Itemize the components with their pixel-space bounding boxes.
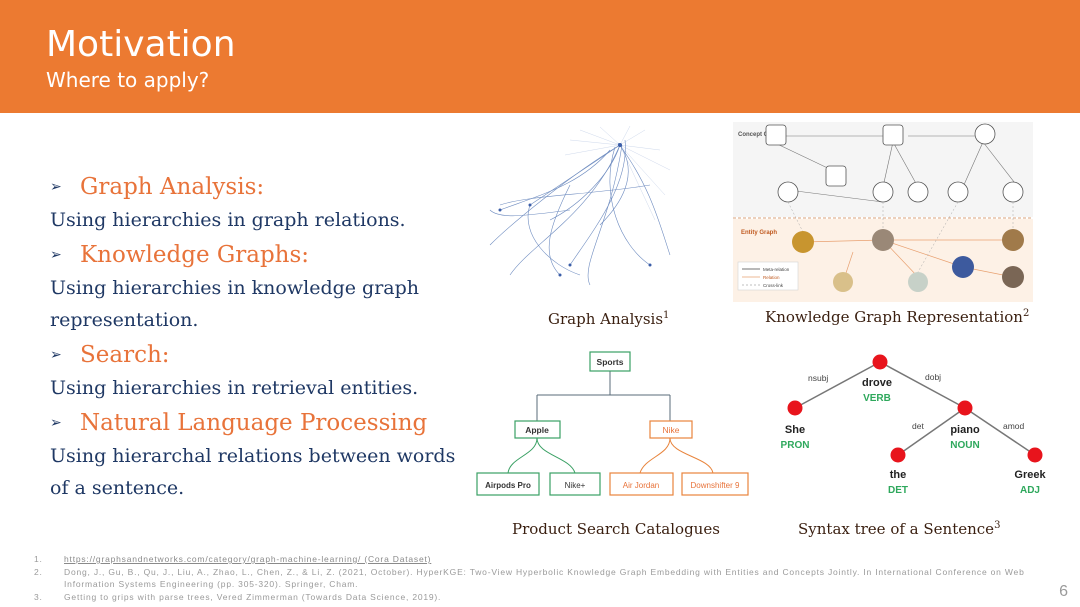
pos-det: DET (888, 485, 908, 496)
caption-knowledge-graph: Knowledge Graph Representation2 (765, 308, 1030, 326)
tree-node-sports: Sports (597, 357, 624, 367)
pos-pron: PRON (781, 440, 810, 451)
svg-text:Relation: Relation (763, 275, 780, 280)
word-the: the (890, 469, 907, 481)
slide-subtitle: Where to apply? (46, 68, 210, 92)
bullet-heading-search: ➢Search: (50, 342, 170, 368)
word-piano: piano (950, 424, 980, 436)
svg-text:Cross-link: Cross-link (763, 283, 784, 288)
reference-1: 1.https://graphsandnetworks.com/category… (34, 553, 1074, 566)
caption-graph-analysis: Graph Analysis1 (548, 310, 670, 328)
pos-adj: ADJ (1020, 485, 1040, 496)
knowledge-graph-figure: Concept Graph Entity Graph Meta-relation… (733, 122, 1033, 302)
pos-noun: NOUN (950, 440, 979, 451)
word-she: She (785, 424, 805, 436)
svg-text:Concept Graph: Concept Graph (738, 132, 782, 138)
bullet-list: ➢Graph Analysis: Using hierarchies in gr… (50, 170, 470, 506)
tree-node-nike-plus: Nike+ (565, 481, 586, 490)
reference-3: 3.Getting to grips with parse trees, Ver… (34, 591, 442, 602)
arrow-bullet-icon: ➢ (50, 179, 62, 195)
pos-verb: VERB (863, 393, 891, 404)
bullet-text-nlp: Using hierarchal relations between words… (50, 445, 456, 499)
tree-node-air-jordan: Air Jordan (623, 481, 659, 490)
edge-dobj: dobj (925, 372, 941, 382)
arrow-bullet-icon: ➢ (50, 415, 62, 431)
page-number: 6 (1059, 583, 1068, 600)
reference-link[interactable]: https://graphsandnetworks.com/category/g… (64, 554, 432, 564)
bullet-heading-nlp: ➢Natural Language Processing (50, 410, 428, 436)
syntax-tree-figure: nsubj dobj det amod drove VERB She PRON … (781, 354, 1046, 496)
slide-title: Motivation (46, 24, 236, 65)
title-bar: Motivation Where to apply? (0, 0, 1080, 113)
word-drove: drove (862, 377, 892, 389)
arrow-bullet-icon: ➢ (50, 347, 62, 363)
references: 1.https://graphsandnetworks.com/category… (34, 553, 1074, 603)
svg-text:Meta-relation: Meta-relation (763, 267, 790, 272)
edge-nsubj: nsubj (808, 373, 828, 383)
edge-det: det (912, 421, 924, 431)
bullet-text-graph-analysis: Using hierarchies in graph relations. (50, 209, 406, 231)
svg-text:Entity Graph: Entity Graph (741, 230, 777, 236)
tree-node-airpods-pro: Airpods Pro (485, 481, 531, 490)
graph-analysis-figure (489, 125, 671, 286)
word-greek: Greek (1014, 469, 1046, 481)
arrow-bullet-icon: ➢ (50, 247, 62, 263)
tree-node-apple: Apple (525, 425, 549, 435)
reference-2: 2.Dong, J., Gu, B., Qu, J., Liu, A., Zha… (34, 566, 1025, 590)
edge-amod: amod (1003, 421, 1025, 431)
bullet-text-search: Using hierarchies in retrieval entities. (50, 377, 419, 399)
tree-node-nike: Nike (662, 425, 679, 435)
product-search-tree: Sports Apple Nike Airpods Pro Nike+ Air … (476, 351, 749, 496)
bullet-heading-graph-analysis: ➢Graph Analysis: (50, 174, 265, 200)
caption-product-search: Product Search Catalogues (512, 520, 720, 538)
tree-node-downshifter-9: Downshifter 9 (691, 481, 740, 490)
caption-syntax-tree: Syntax tree of a Sentence3 (798, 520, 1001, 538)
bullet-heading-knowledge-graphs: ➢Knowledge Graphs: (50, 242, 310, 268)
